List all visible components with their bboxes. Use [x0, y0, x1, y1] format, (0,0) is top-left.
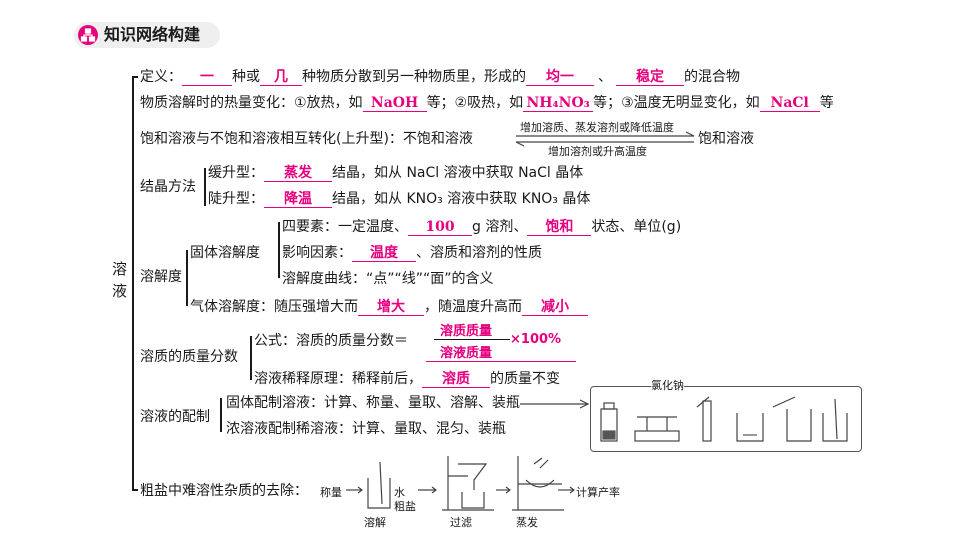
prep-liquid-row: 浓溶液配制稀溶液：计算、量取、混匀、装瓶: [226, 421, 506, 437]
answer-blank: 几: [260, 69, 302, 86]
double-arrow-icon: [515, 131, 695, 147]
conversion-arrows: 增加溶质、蒸发溶剂或降低温度 增加溶剂或升高温度: [514, 119, 696, 158]
sodium-chloride-label: 氯化钠: [651, 377, 684, 393]
answer-blank: NaCl: [759, 95, 820, 112]
crystal-label: 结晶方法: [140, 179, 196, 195]
header-badge: [74, 22, 220, 48]
fraction-line: [434, 339, 510, 340]
saturation-row: 饱和溶液与不饱和溶液相互转化(上升型)：不饱和溶液: [140, 131, 473, 147]
answer-blank: 温度: [352, 245, 416, 262]
factor-row: 影响因素：温度、溶质和溶剂的性质: [282, 245, 542, 262]
water-label: 水: [394, 486, 405, 499]
answer-blank: 饱和: [527, 219, 592, 236]
answer-blank: 减小: [522, 299, 588, 316]
main-bracket-top: [132, 76, 138, 78]
answer-blank: NaOH: [362, 95, 427, 112]
mass-fraction-label: 溶质的质量分数: [140, 349, 238, 365]
filter-label: 过滤: [450, 516, 472, 529]
pointer-arrow-icon: [520, 399, 590, 409]
solid-bracket: [278, 222, 280, 278]
answer-blank: 增大: [358, 299, 424, 316]
prep-diagram: 氯化钠: [590, 377, 862, 452]
answer-blank: 降温: [264, 191, 332, 208]
answer-blank: 一: [182, 69, 232, 86]
solubility-bracket: [186, 250, 188, 306]
crystal-bracket: [204, 168, 206, 206]
formula-underline: [426, 361, 576, 362]
saturated-label: 饱和溶液: [698, 131, 754, 147]
mass-fraction-bracket: [250, 336, 252, 380]
formula-label: 公式：溶质的质量分数＝: [254, 333, 408, 349]
prep-apparatus-illustration: [600, 396, 848, 442]
answer-blank: 均一: [526, 69, 594, 86]
answer-blank: 溶质: [422, 371, 490, 388]
answer-blank: 蒸发: [264, 165, 332, 182]
salt-process: 称量 水 粗盐 溶解 过滤 蒸发 计算产率: [318, 452, 658, 532]
arrow-bottom-label: 增加溶剂或升高温度: [548, 145, 647, 158]
root-label: 溶液: [112, 260, 128, 300]
answer-blank: NH₄NO₃: [523, 95, 594, 112]
yield-label: 计算产率: [576, 486, 620, 499]
crystal-slow-row: 缓升型：蒸发结晶，如从 NaCl 溶液中获取 NaCl 晶体: [208, 165, 584, 182]
evaporate-label: 蒸发: [516, 516, 538, 529]
solubility-label: 溶解度: [140, 269, 182, 285]
formula-fraction: 溶质质量 溶液质量 ×100%: [426, 320, 576, 362]
arrow-top-label: 增加溶质、蒸发溶剂或降低温度: [520, 121, 674, 134]
prep-bracket: [220, 398, 222, 432]
times-100-percent: ×100%: [510, 332, 562, 347]
numerator: 溶质质量: [440, 324, 493, 339]
answer-blank: 100: [408, 219, 472, 236]
main-bracket-bottom: [132, 489, 138, 491]
definition-row: 定义：一种或几种物质分散到另一种物质里，形成的均一、稳定的混合物: [140, 69, 740, 86]
gas-solubility-row: 气体溶解度：随压强增大而增大，随温度升高而减小: [190, 298, 588, 316]
section-title: 知识网络构建: [104, 25, 201, 44]
main-bracket: [132, 76, 134, 490]
denominator: 溶液质量: [440, 346, 493, 361]
solid-solubility-label: 固体溶解度: [190, 245, 260, 261]
crystal-steep-row: 陡升型：降温结晶，如从 KNO₃ 溶液中获取 KNO₃ 晶体: [208, 191, 591, 208]
weigh-label: 称量: [320, 486, 342, 499]
prep-solid-row: 固体配制溶液：计算、称量、量取、溶解、装瓶: [226, 395, 520, 411]
prep-label: 溶液的配制: [140, 409, 210, 425]
curve-row: 溶解度曲线：“点”“线”“面”的含义: [282, 271, 494, 287]
network-icon: [78, 25, 98, 45]
salt-apparatus-illustration: [346, 456, 575, 511]
dissolve-label: 溶解: [364, 516, 386, 529]
crude-salt-label: 粗盐: [394, 500, 416, 513]
dilution-row: 溶液稀释原理：稀释前后，溶质的质量不变: [254, 371, 560, 388]
answer-blank: 稳定: [616, 69, 684, 86]
salt-label: 粗盐中难溶性杂质的去除：: [140, 483, 308, 499]
